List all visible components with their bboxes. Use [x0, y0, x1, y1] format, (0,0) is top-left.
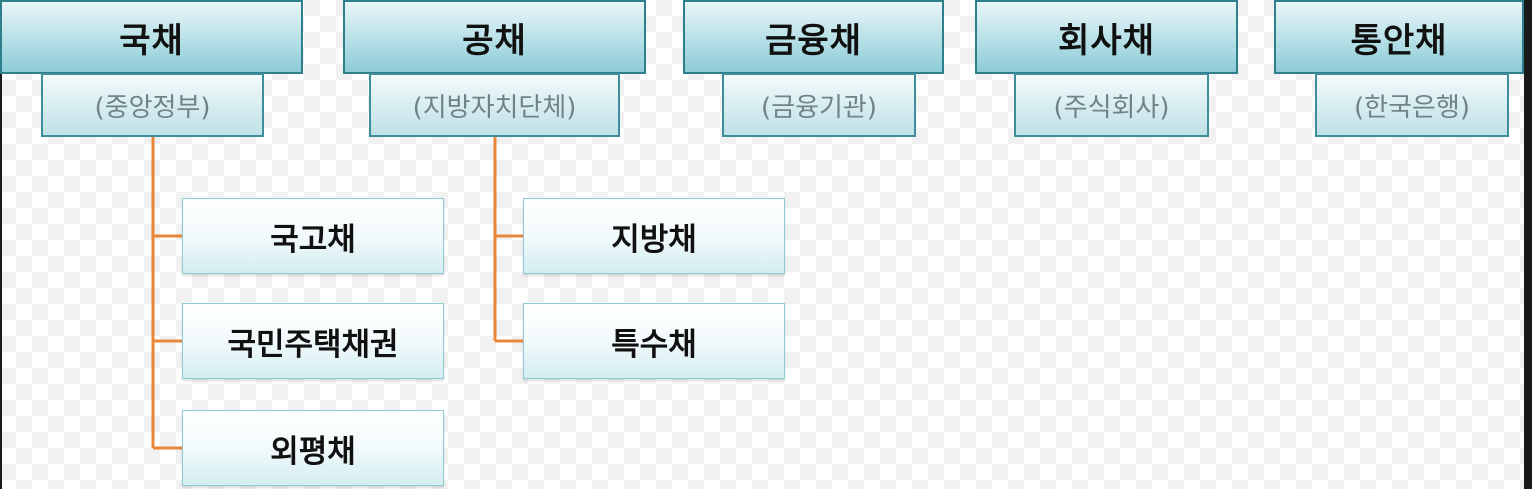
- bond-type-msb: 통안채: [1274, 0, 1524, 74]
- bond-gukgochae: 국고채: [182, 198, 444, 274]
- bond-type-financial: 금융채: [683, 0, 944, 74]
- issuer-local-government: (지방자치단체): [369, 73, 620, 137]
- bond-type-gongchae: 공채: [343, 0, 646, 74]
- left-edge: [0, 0, 2, 489]
- bond-type-corporate: 회사채: [975, 0, 1238, 74]
- issuer-bank-of-korea: (한국은행): [1315, 73, 1509, 137]
- bond-special: 특수채: [523, 303, 785, 379]
- right-edge: [1524, 0, 1532, 489]
- bond-local: 지방채: [523, 198, 785, 274]
- issuer-financial-institution: (금융기관): [722, 73, 916, 137]
- bond-type-gukchae: 국채: [0, 0, 303, 74]
- issuer-corporation: (주식회사): [1014, 73, 1209, 137]
- issuer-central-government: (중앙정부): [41, 73, 264, 137]
- bond-oepyeongchae: 외평채: [182, 410, 444, 486]
- bond-national-housing: 국민주택채권: [182, 303, 444, 379]
- connector-gongchae: [493, 137, 524, 343]
- connector-gukchae: [151, 137, 183, 450]
